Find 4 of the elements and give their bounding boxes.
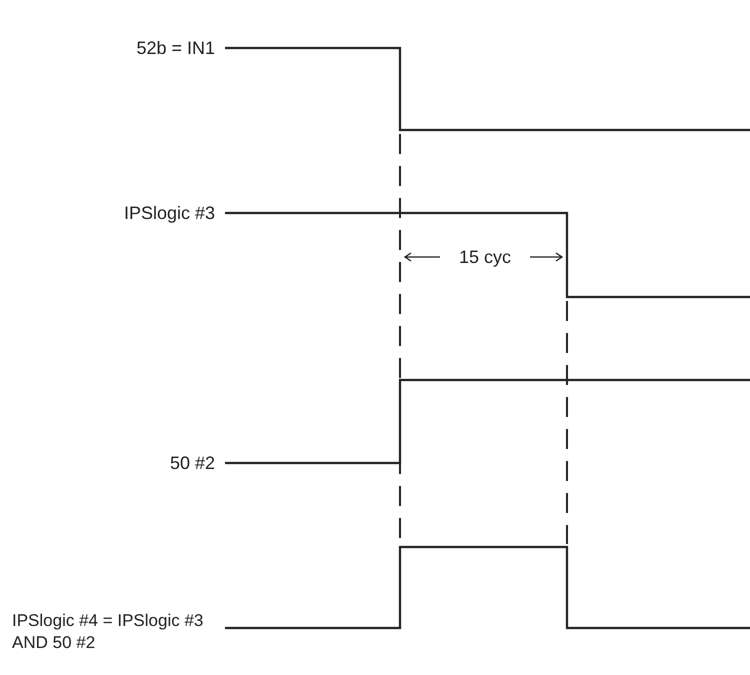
- signal-label: 52b = IN1: [136, 37, 215, 59]
- signal-label: IPSlogic #4 = IPSlogic #3 AND 50 #2: [12, 610, 204, 654]
- signal-label: IPSlogic #3: [124, 202, 215, 224]
- signal-label: 50 #2: [170, 452, 215, 474]
